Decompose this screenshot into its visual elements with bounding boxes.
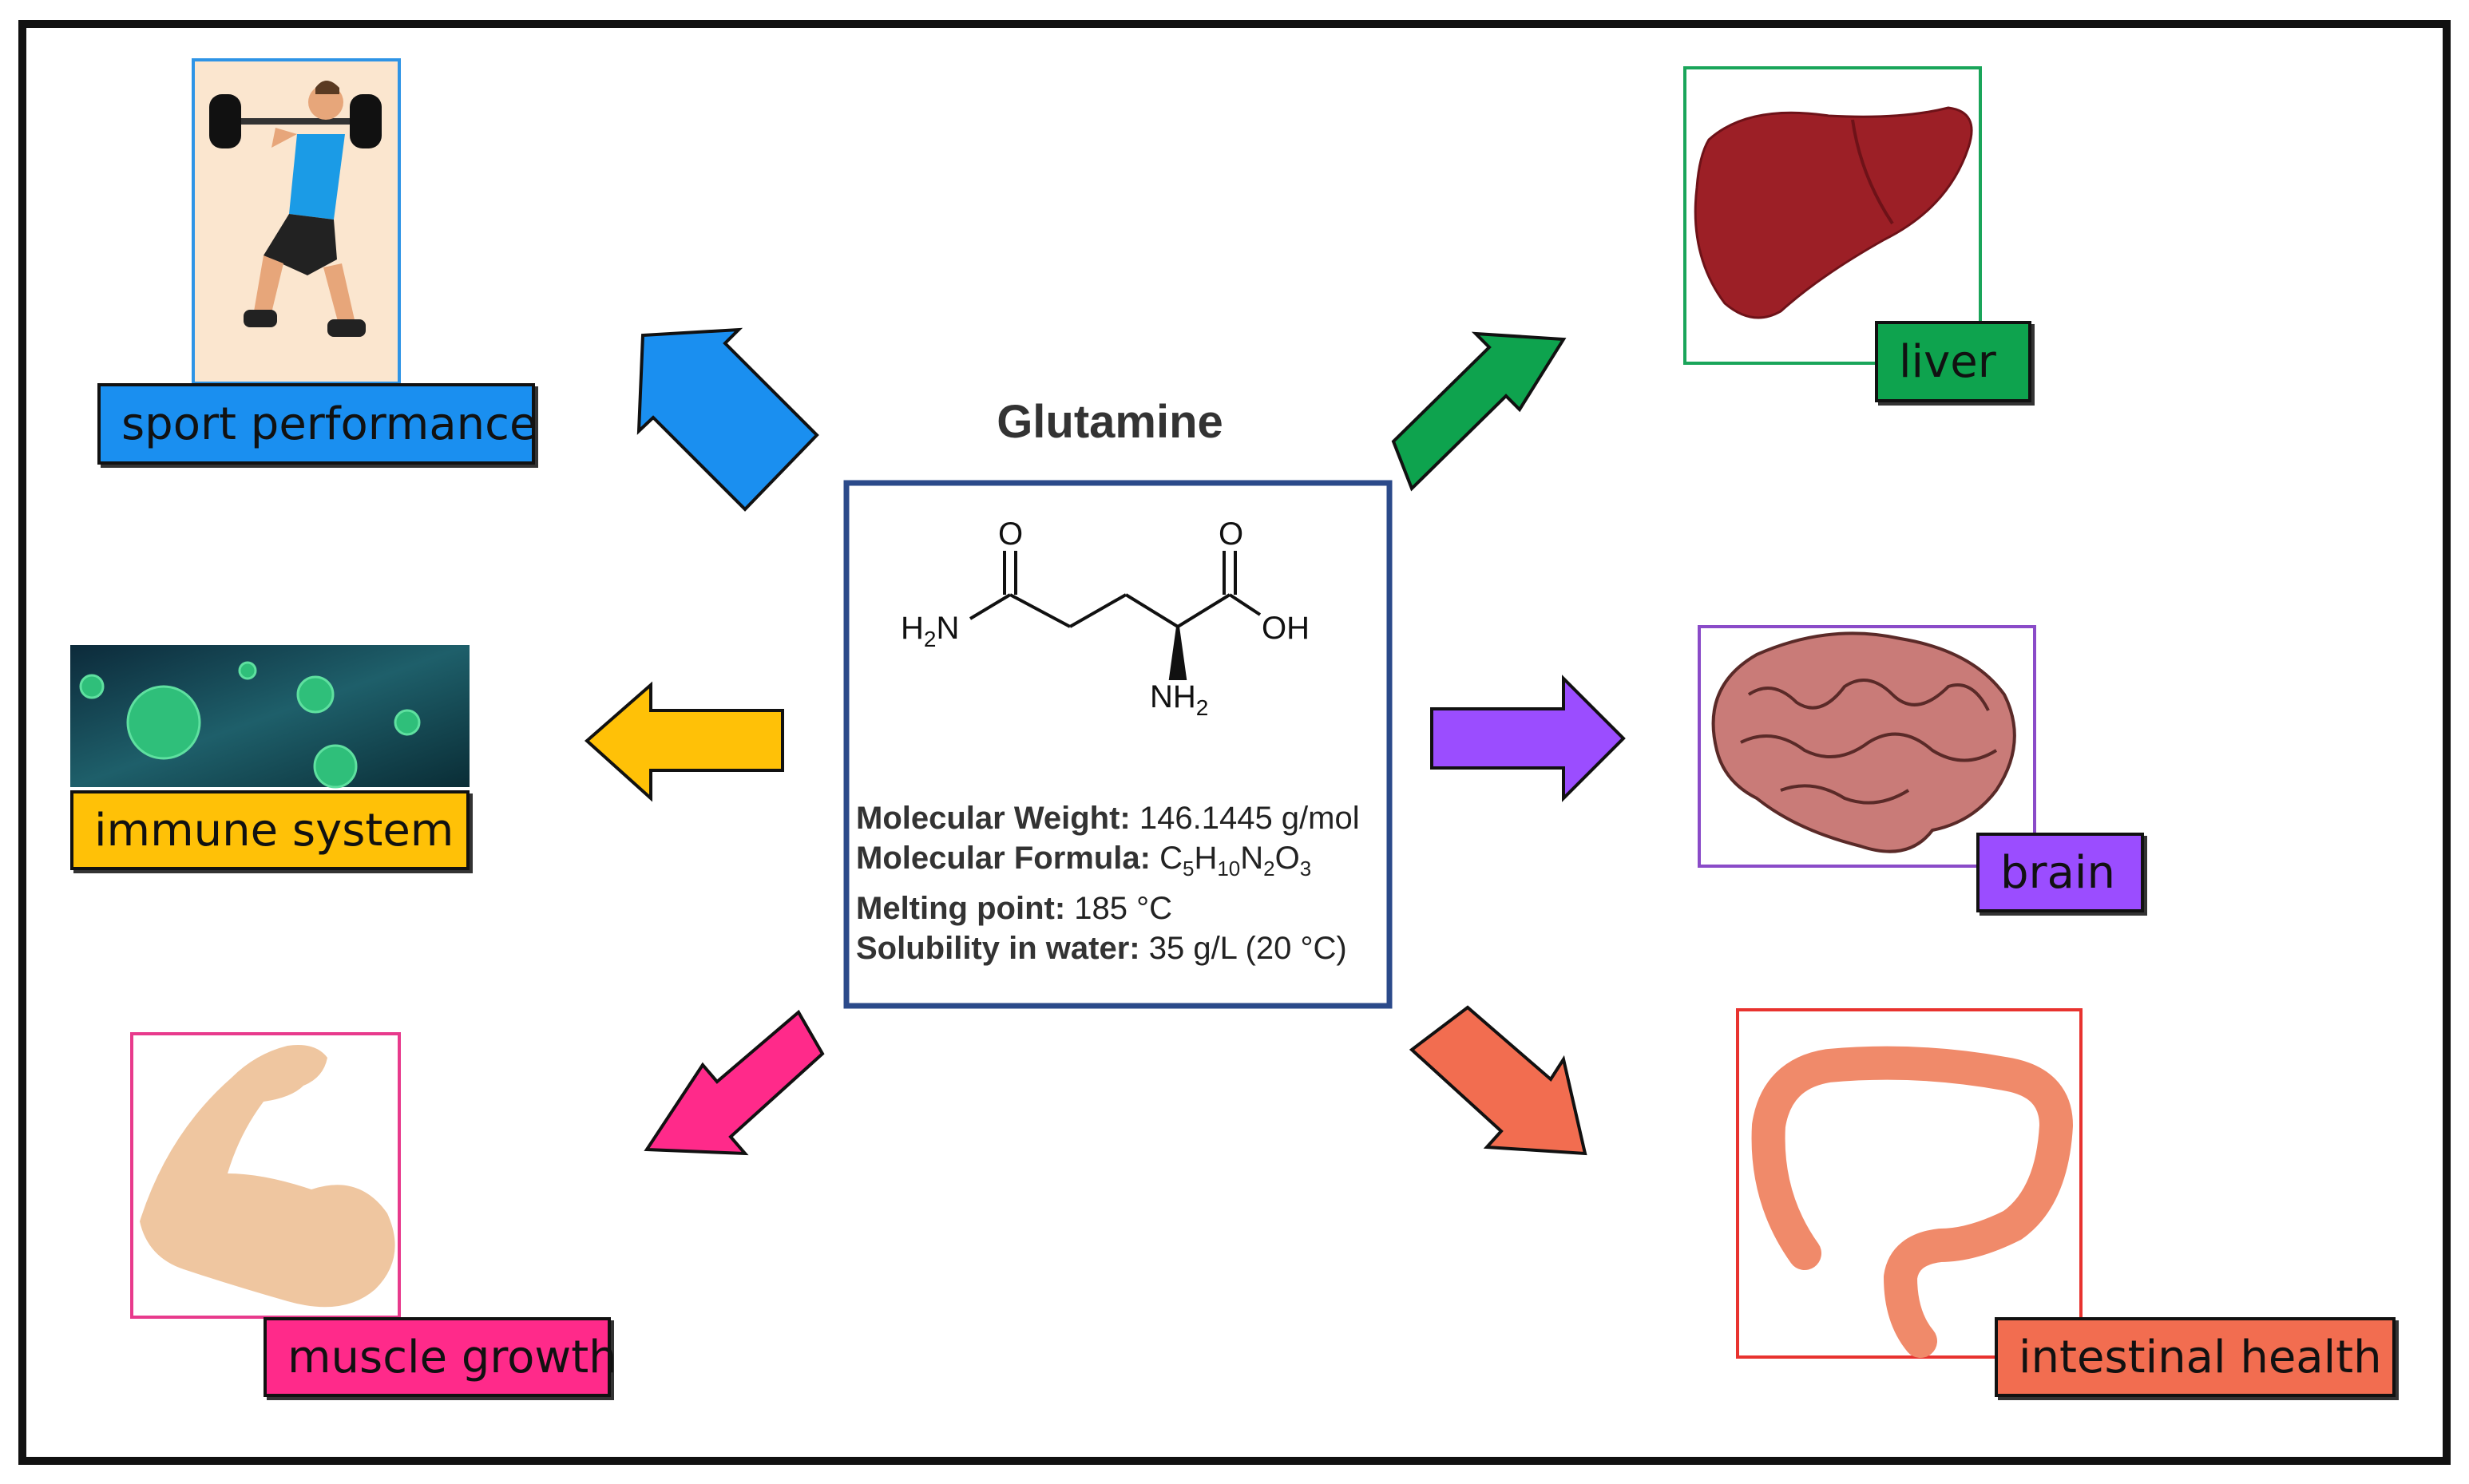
melting-point-label: Melting point: (856, 891, 1066, 926)
melting-point-row: Melting point: 185 °C (856, 888, 1415, 928)
molecular-formula-label: Molecular Formula: (856, 841, 1151, 876)
label-liver: liver (1875, 321, 2031, 402)
arrow-to-liver (1391, 331, 1567, 492)
label-brain: brain (1976, 833, 2144, 912)
atom-o-right: O (1219, 516, 1243, 552)
molecular-weight-label: Molecular Weight: (856, 801, 1131, 836)
glutamine-properties: Molecular Weight: 146.1445 g/mol Molecul… (856, 798, 1415, 968)
solubility-value: 35 g/L (20 °C) (1148, 931, 1347, 966)
atom-nh2: NH2 (1150, 679, 1208, 720)
molecular-weight-row: Molecular Weight: 146.1445 g/mol (856, 798, 1415, 838)
virus-icon (79, 661, 421, 789)
molecular-formula-value: C5H10N2O3 (1159, 841, 1312, 881)
brain-icon (1711, 631, 2016, 853)
label-sport-performance: sport performance (97, 383, 537, 465)
atom-oh: OH (1262, 611, 1310, 646)
weightlifter-icon (209, 81, 382, 337)
solubility-row: Solubility in water: 35 g/L (20 °C) (856, 928, 1415, 968)
arrow-to-intestine (1409, 1005, 1587, 1156)
atom-h2n: H2N (901, 611, 959, 651)
outer-frame (18, 20, 2451, 1465)
intestine-icon (1751, 1046, 2073, 1358)
glutamine-title: Glutamine (997, 396, 1223, 448)
arrow-to-brain (1430, 675, 1626, 802)
melting-point-value: 185 °C (1074, 891, 1173, 926)
atom-o-left: O (998, 516, 1023, 552)
glutamine-box (843, 480, 1393, 1009)
glutamine-structure (969, 551, 1262, 680)
label-muscle-growth: muscle growth (264, 1317, 617, 1397)
molecular-formula-row: Molecular Formula: C5H10N2O3 (856, 838, 1415, 888)
arrow-to-immune (584, 681, 784, 802)
arrow-to-sport (636, 327, 819, 512)
liver-icon (1694, 106, 1973, 319)
label-immune-system: immune system (70, 790, 470, 870)
arrow-to-muscle (644, 1009, 825, 1156)
liver-lobe-line (1851, 119, 1894, 225)
solubility-label: Solubility in water: (856, 931, 1140, 966)
molecular-weight-value: 146.1445 g/mol (1139, 801, 1360, 836)
bicep-icon (140, 1045, 395, 1308)
label-intestinal-health: intestinal health (1995, 1317, 2396, 1397)
